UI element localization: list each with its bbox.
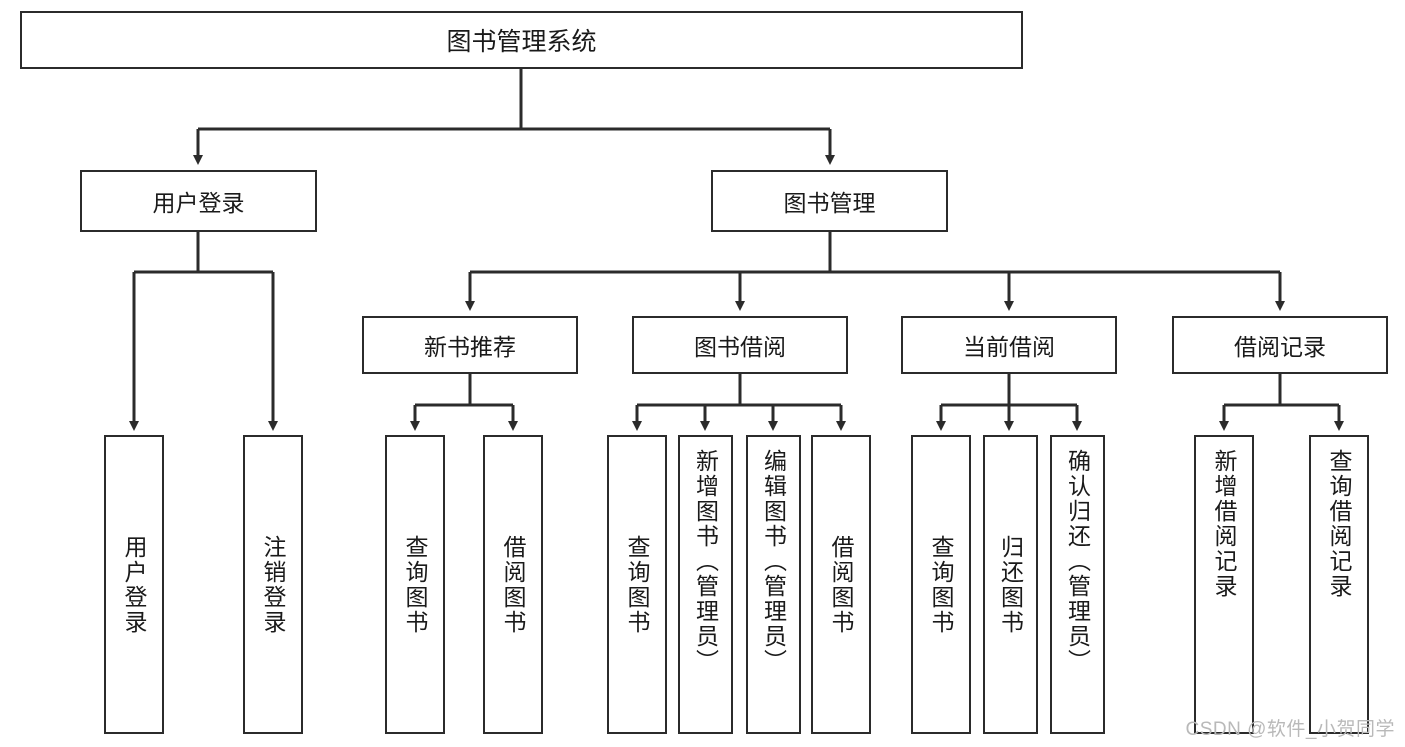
leaf-user-logout[interactable]: 注销登录 xyxy=(243,435,303,734)
node-label: 当前借阅 xyxy=(963,334,1055,360)
node-label: 注销登录 xyxy=(260,535,287,635)
leaf-user-login[interactable]: 用户登录 xyxy=(104,435,164,734)
node-user-login[interactable]: 用户登录 xyxy=(80,170,317,232)
node-root-book-management-system[interactable]: 图书管理系统 xyxy=(20,11,1023,69)
node-current-borrow[interactable]: 当前借阅 xyxy=(901,316,1117,374)
watermark-text: CSDN @软件_小贺同学 xyxy=(1185,719,1395,740)
leaf-query-book-recommend[interactable]: 查询图书 xyxy=(385,435,445,734)
node-label: 用户登录 xyxy=(152,190,245,216)
node-label: 借阅图书 xyxy=(500,535,527,635)
leaf-return-book[interactable]: 归还图书 xyxy=(983,435,1038,734)
node-label: 编辑图书（管理员） xyxy=(760,449,787,674)
leaf-add-borrow-record[interactable]: 新增借阅记录 xyxy=(1194,435,1254,734)
node-label: 确认归还（管理员） xyxy=(1064,449,1091,674)
leaf-borrow-book[interactable]: 借阅图书 xyxy=(811,435,871,734)
leaf-edit-book-admin[interactable]: 编辑图书（管理员） xyxy=(746,435,801,734)
leaf-add-book-admin[interactable]: 新增图书（管理员） xyxy=(678,435,733,734)
node-book-management[interactable]: 图书管理 xyxy=(711,170,948,232)
node-book-borrow[interactable]: 图书借阅 xyxy=(632,316,848,374)
leaf-borrow-book-recommend[interactable]: 借阅图书 xyxy=(483,435,543,734)
node-label: 查询图书 xyxy=(624,535,651,635)
node-label: 新增图书（管理员） xyxy=(692,449,719,674)
node-label: 查询图书 xyxy=(928,535,955,635)
node-label: 查询借阅记录 xyxy=(1326,449,1353,599)
node-label: 用户登录 xyxy=(121,535,148,635)
node-borrow-record[interactable]: 借阅记录 xyxy=(1172,316,1388,374)
node-label: 图书管理系统 xyxy=(446,28,597,56)
node-label: 新增借阅记录 xyxy=(1211,449,1238,599)
leaf-confirm-return-admin[interactable]: 确认归还（管理员） xyxy=(1050,435,1105,734)
node-label: 查询图书 xyxy=(402,535,429,635)
leaf-query-book-current[interactable]: 查询图书 xyxy=(911,435,971,734)
node-label: 借阅记录 xyxy=(1234,334,1326,360)
node-label: 归还图书 xyxy=(997,535,1024,635)
node-label: 借阅图书 xyxy=(828,535,855,635)
node-label: 图书借阅 xyxy=(694,334,786,360)
leaf-query-borrow-record[interactable]: 查询借阅记录 xyxy=(1309,435,1369,734)
node-new-book-recommend[interactable]: 新书推荐 xyxy=(362,316,578,374)
node-label: 图书管理 xyxy=(783,190,876,216)
node-label: 新书推荐 xyxy=(424,334,516,360)
leaf-query-book-borrow[interactable]: 查询图书 xyxy=(607,435,667,734)
